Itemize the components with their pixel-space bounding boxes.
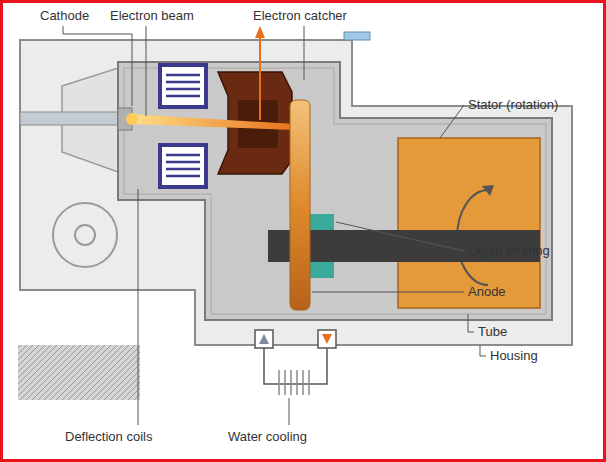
part-label: Cathode [40, 8, 89, 24]
leader-lines [63, 26, 486, 425]
part-label: Anode [468, 284, 506, 300]
part-label: Tube [478, 324, 507, 340]
rotation-arrowhead [482, 185, 494, 196]
deflection-coil-bottom [160, 145, 206, 187]
x-ray-arrowhead [255, 26, 265, 38]
part-label: Electron beam [110, 8, 194, 24]
part-label: Water cooling [228, 429, 307, 445]
part-label: Liquid bearing [468, 243, 550, 259]
housing [20, 40, 572, 345]
cathode-rod [20, 112, 128, 125]
housing-port [53, 203, 117, 267]
deflection-coil-top [160, 65, 206, 107]
tube-window [344, 32, 370, 40]
electron-beam [130, 114, 295, 130]
stator [398, 138, 540, 308]
housing-port-inner [75, 225, 95, 245]
liquid-bearing [308, 214, 334, 230]
water-cooling [255, 330, 336, 395]
part-label: Electron catcher [253, 8, 347, 24]
part-label: Stator (rotation) [468, 97, 558, 113]
anode [290, 100, 310, 310]
liquid-bearing [308, 262, 334, 278]
part-label: Housing [490, 348, 538, 364]
cathode-emitter [126, 113, 138, 125]
x-ray-beam [259, 36, 261, 120]
part-label: Deflection coils [65, 429, 152, 445]
base-block [18, 345, 140, 400]
